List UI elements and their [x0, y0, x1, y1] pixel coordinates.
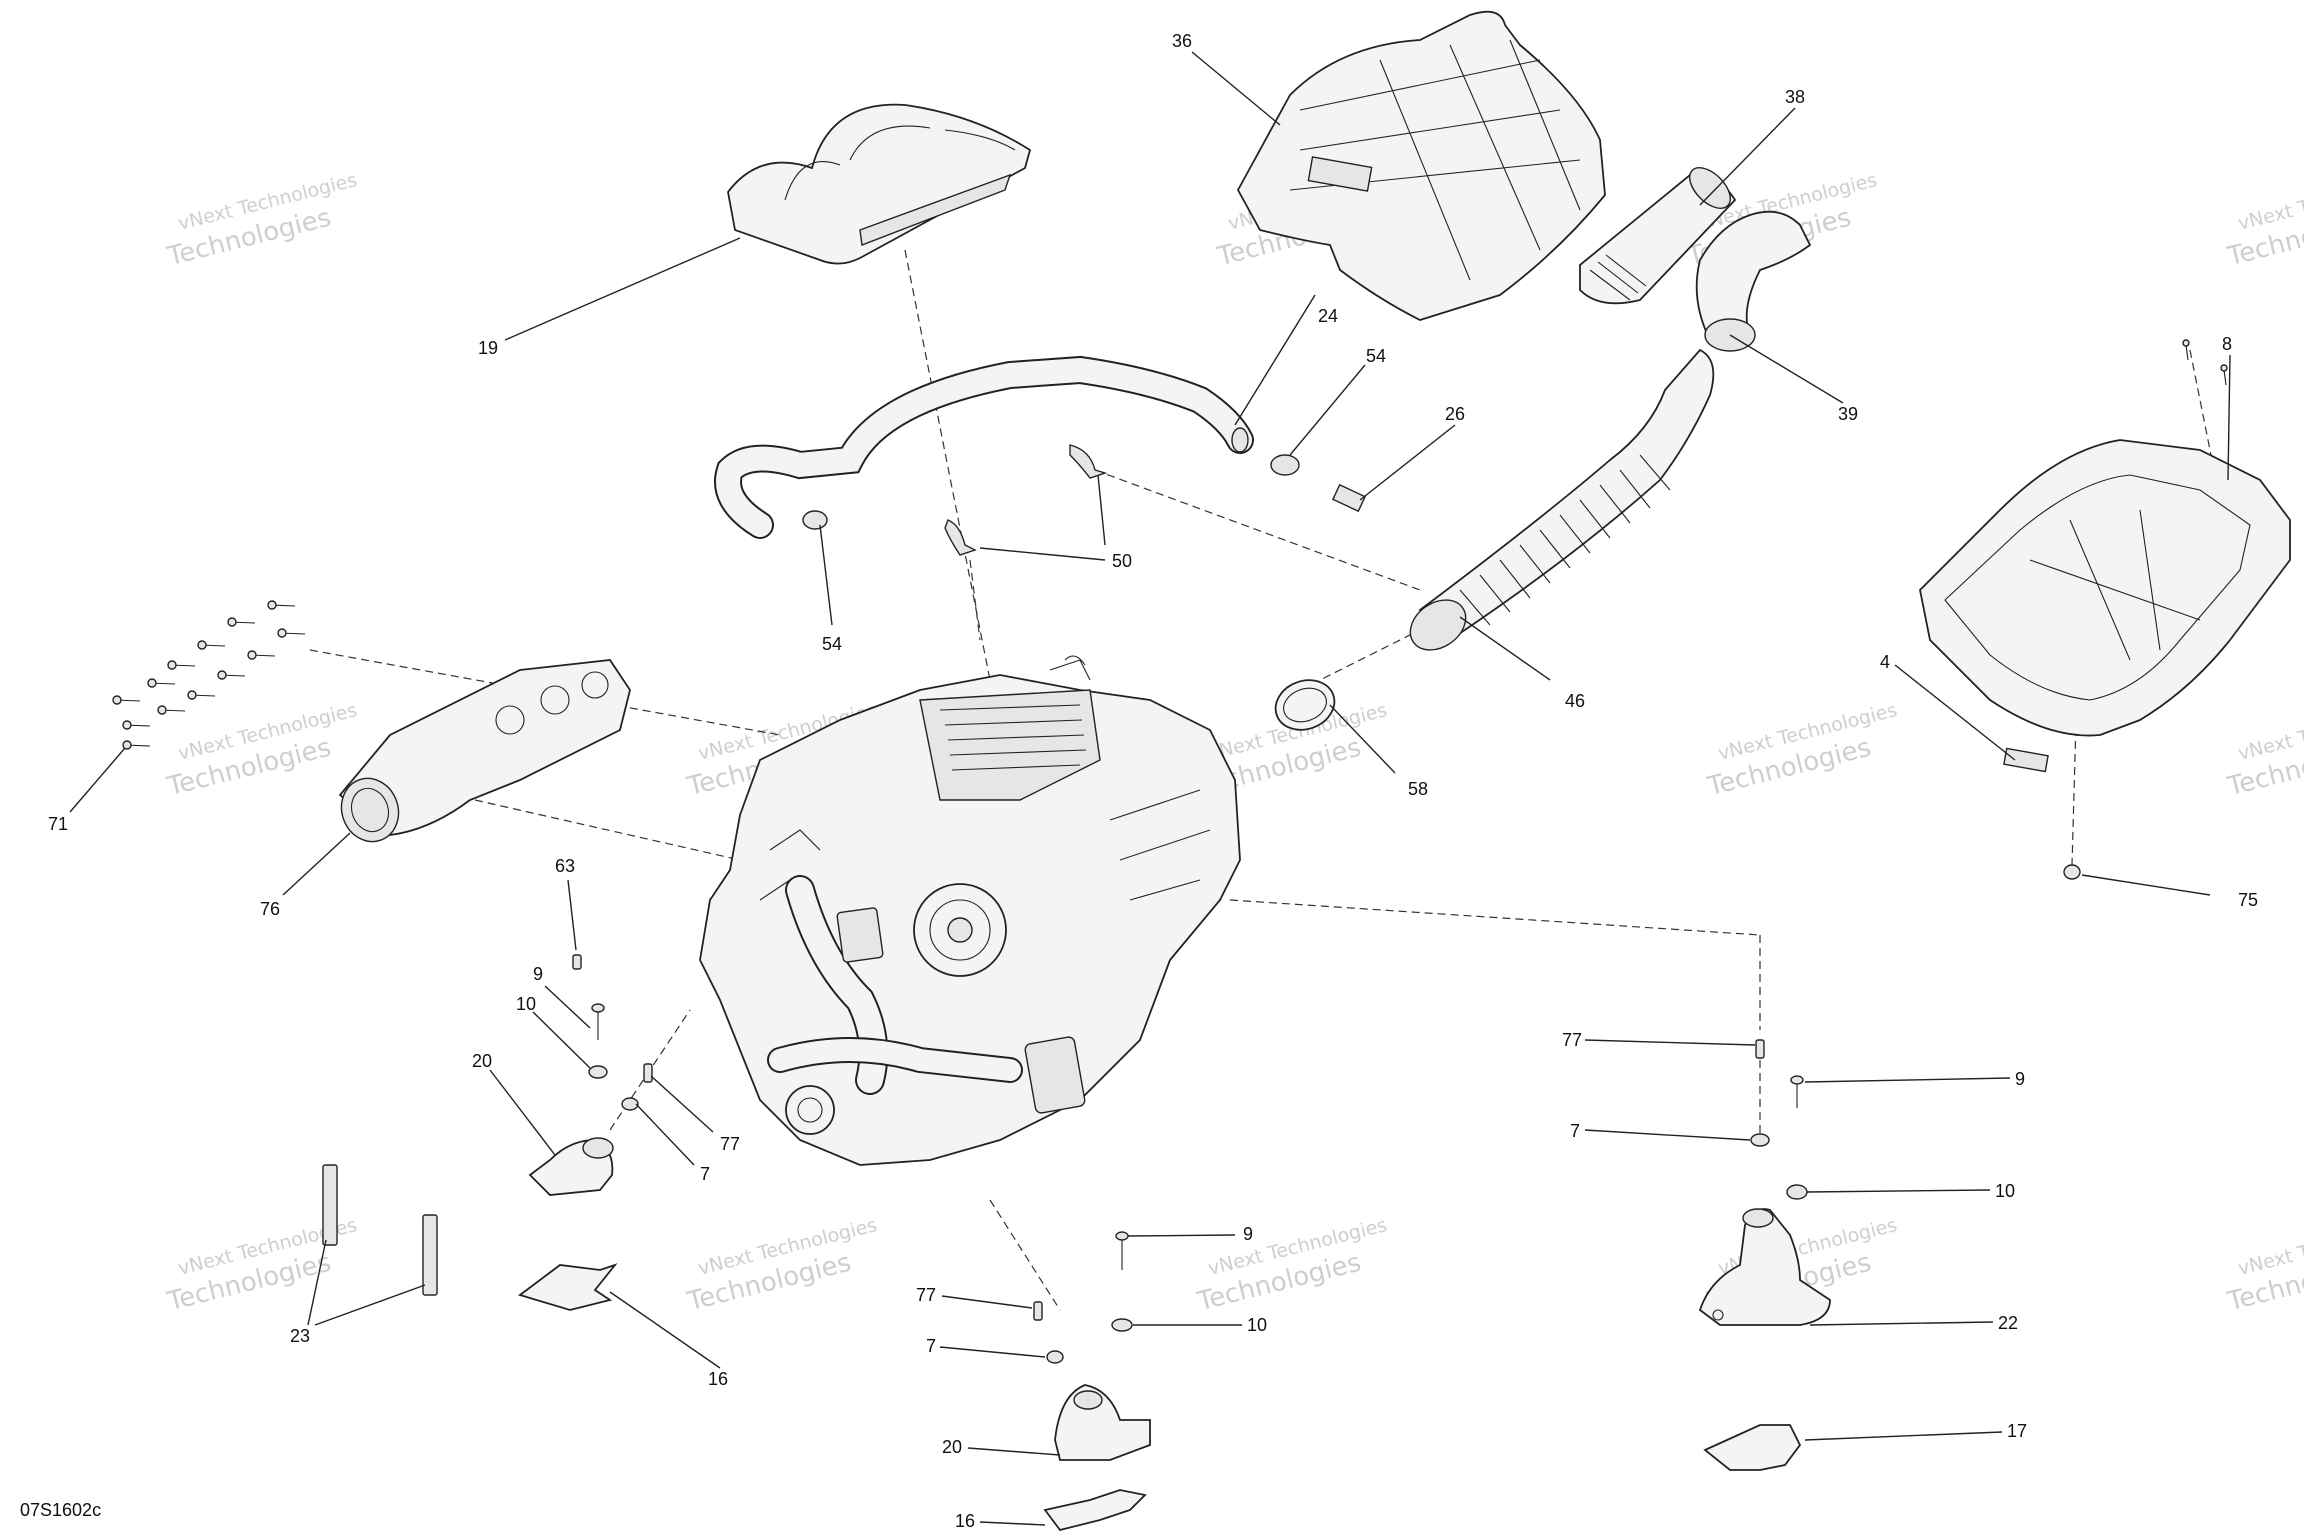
- callout-label: 76: [260, 899, 280, 919]
- callout-label: 36: [1172, 31, 1192, 51]
- callout-label: 75: [2238, 890, 2258, 910]
- shim-part-17: [1703, 1424, 1802, 1471]
- callout-label: 26: [1445, 404, 1465, 424]
- callout-label: 8: [2222, 334, 2232, 354]
- bolt-part-9-center: [1115, 1231, 1129, 1270]
- callout-label: 54: [1366, 346, 1386, 366]
- callout-label: 9: [1243, 1224, 1253, 1244]
- callout-label: 54: [822, 634, 842, 654]
- callout-label: 58: [1408, 779, 1428, 799]
- airbox-cover-part-36: [1236, 10, 1606, 321]
- callout-label: 38: [1785, 87, 1805, 107]
- callout-label: 10: [1247, 1315, 1267, 1335]
- fitting-part-26: [1332, 483, 1366, 513]
- callout-label: 16: [955, 1511, 975, 1531]
- shim-part-16-left: [518, 1263, 618, 1311]
- engine-mount-part-20-left: [528, 1137, 614, 1196]
- callout-labels: 36 38 19 24 54 26 39 8 50 54 46 4 71 58 …: [48, 31, 2258, 1531]
- callout-label: 16: [708, 1369, 728, 1389]
- intake-duct-part-39: [1695, 210, 1812, 352]
- callout-label: 77: [720, 1134, 740, 1154]
- callout-label: 23: [290, 1326, 310, 1346]
- callout-label: 10: [1995, 1181, 2015, 1201]
- drain-plug-part-75: [2063, 864, 2081, 880]
- washer-part-10-right: [1786, 1184, 1808, 1200]
- breather-hose-part-24: [714, 355, 1254, 539]
- engine-assembly: [699, 655, 1241, 1166]
- washer-part-10-center: [1111, 1318, 1133, 1332]
- engine-mount-part-20-center: [1054, 1384, 1151, 1461]
- oil-pan-part-4: [1919, 439, 2291, 773]
- engine-mount-part-22: [1698, 1208, 1831, 1326]
- leader-lines: [69, 51, 2231, 1526]
- engine-top-cover-part-19: [727, 103, 1032, 265]
- callout-label: 9: [533, 964, 543, 984]
- clip-part-50: [944, 444, 1108, 556]
- callout-label: 20: [942, 1437, 962, 1457]
- callout-label: 10: [516, 994, 536, 1014]
- callout-label: 19: [478, 338, 498, 358]
- pin-part-63: [572, 954, 582, 970]
- bolt-part-9-right: [1790, 1075, 1804, 1108]
- stud-part-77-left: [643, 1063, 653, 1083]
- callout-label: 46: [1565, 691, 1585, 711]
- callout-label: 7: [1570, 1121, 1580, 1141]
- callout-label: 20: [472, 1051, 492, 1071]
- callout-label: 77: [916, 1285, 936, 1305]
- intake-duct-part-38: [1579, 167, 1737, 305]
- shim-part-16-center: [1043, 1489, 1147, 1532]
- callout-label: 17: [2007, 1421, 2027, 1441]
- washer-part-7-center: [1046, 1350, 1064, 1364]
- callout-label: 77: [1562, 1030, 1582, 1050]
- callout-label: 24: [1318, 306, 1338, 326]
- washer-part-10-left: [588, 1065, 608, 1079]
- callout-label: 50: [1112, 551, 1132, 571]
- intake-hose-part-46: [1409, 348, 1715, 651]
- callout-label: 7: [926, 1336, 936, 1356]
- callout-label: 7: [700, 1164, 710, 1184]
- callout-label: 22: [1998, 1313, 2018, 1333]
- washer-part-7-right: [1750, 1133, 1770, 1147]
- callout-label: 39: [1838, 404, 1858, 424]
- hose-clamp-part-54: [802, 454, 1300, 530]
- clamp-ring-part-58: [1274, 679, 1336, 731]
- bolt-part-8: [2182, 339, 2228, 386]
- bolts-part-71: [112, 600, 306, 750]
- stud-part-77-right: [1755, 1039, 1765, 1059]
- figure-code: 07S1602c: [20, 1500, 101, 1520]
- callout-label: 4: [1880, 652, 1890, 672]
- callout-label: 71: [48, 814, 68, 834]
- stud-part-77-center: [1033, 1301, 1043, 1321]
- bolt-part-9-left: [591, 1003, 605, 1040]
- callout-label: 63: [555, 856, 575, 876]
- callout-label: 9: [2015, 1069, 2025, 1089]
- decal-part-23: [322, 1164, 438, 1296]
- washer-part-7-left: [621, 1097, 639, 1111]
- exhaust-manifold-part-76: [338, 659, 631, 843]
